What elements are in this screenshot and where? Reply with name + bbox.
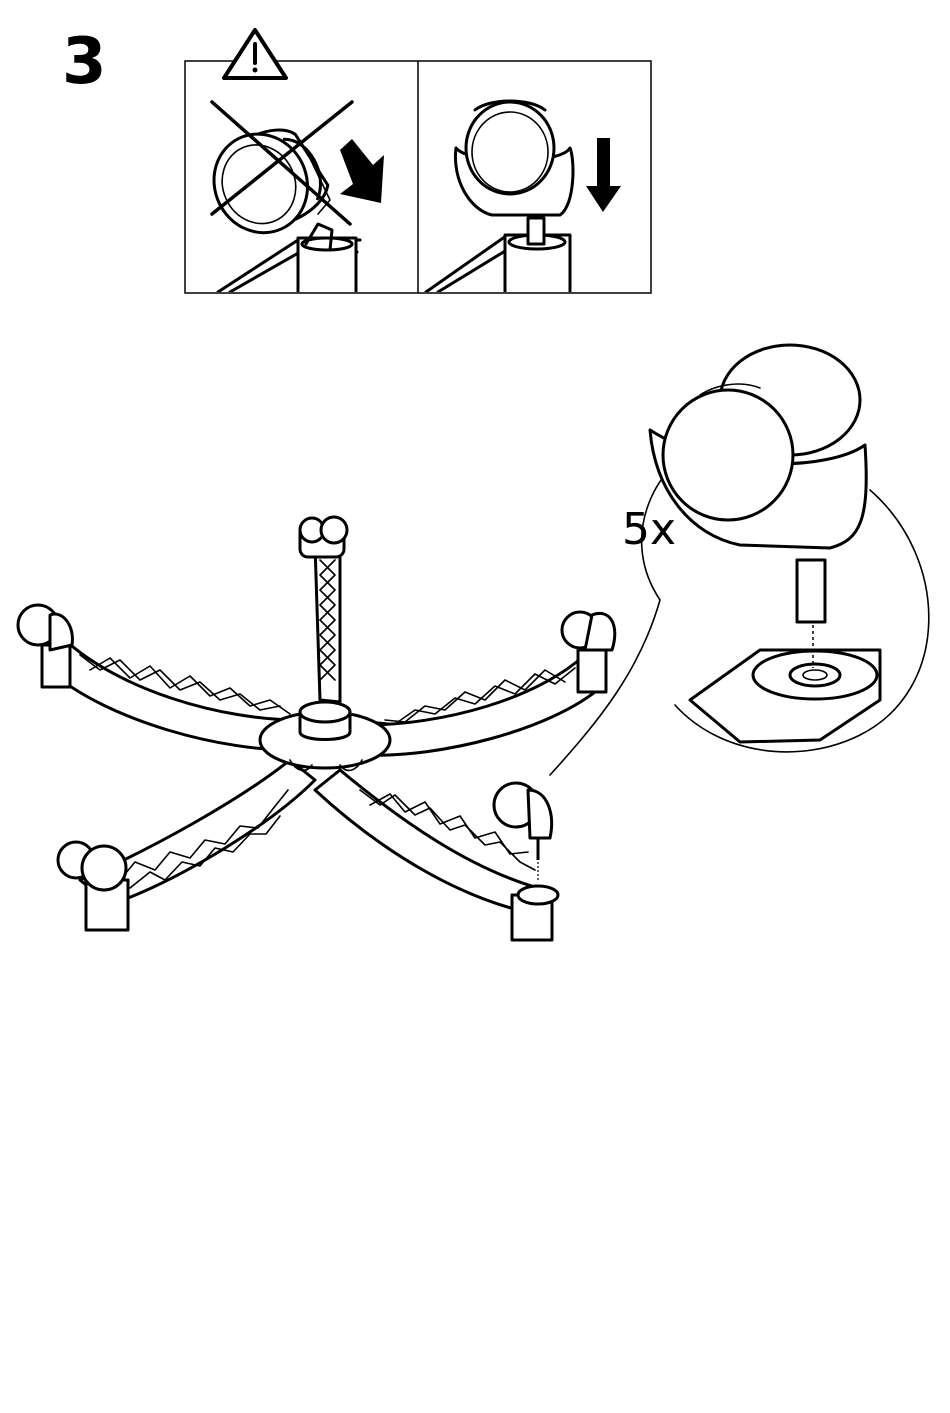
caster-being-inserted <box>494 783 552 880</box>
caster <box>300 517 347 557</box>
detail-callout <box>550 345 929 775</box>
caster-socket <box>512 886 558 940</box>
caster <box>58 842 128 930</box>
warning-triangle-icon <box>223 28 287 78</box>
warning-panels <box>185 28 651 298</box>
caster <box>18 605 72 687</box>
chair-star-base <box>18 517 615 940</box>
